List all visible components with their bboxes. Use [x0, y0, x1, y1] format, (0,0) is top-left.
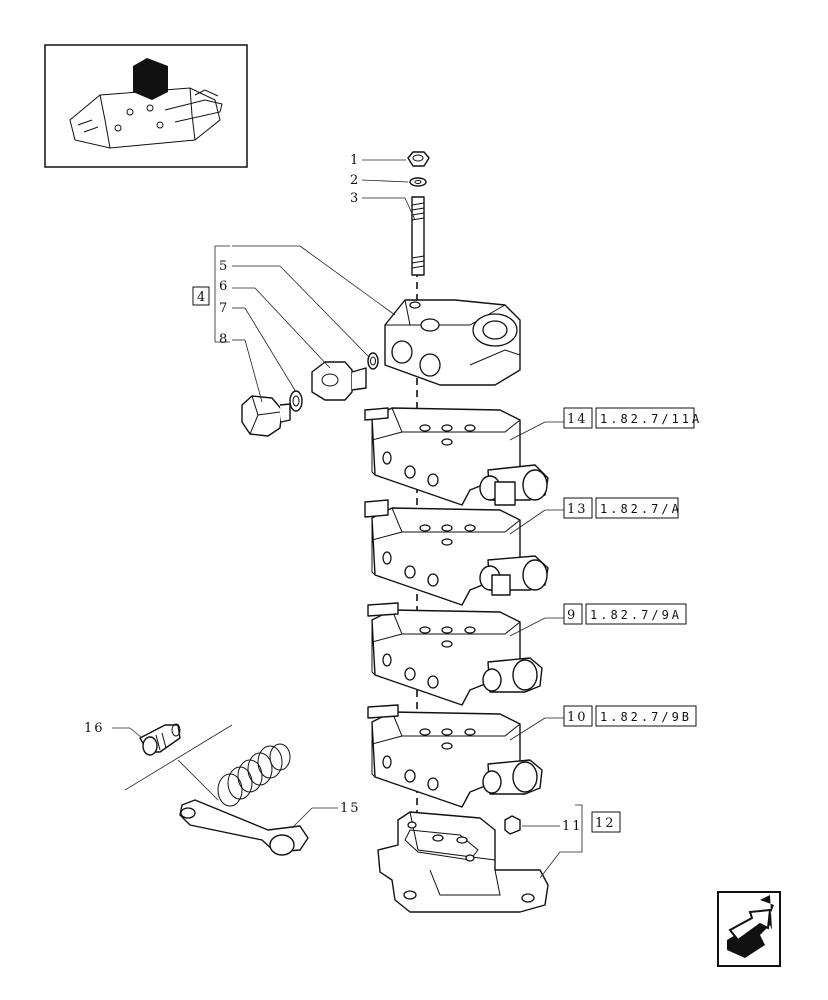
callout-6: 6 [219, 279, 229, 294]
valve-section-10[interactable] [367, 704, 543, 808]
valve-section-13[interactable] [364, 499, 549, 606]
reference-10[interactable]: 1.82.7/9B [600, 710, 692, 724]
callout-3: 3 [350, 191, 360, 206]
highlight-block-icon [133, 58, 168, 100]
callout-4: 4 [197, 290, 207, 305]
next-page-arrow-icon[interactable] [717, 891, 781, 967]
reference-13[interactable]: 1.82.7/A [600, 502, 682, 516]
part-1-nut[interactable] [407, 151, 430, 167]
callout-14: 14 [567, 412, 588, 427]
part-11-screw[interactable] [504, 815, 521, 835]
callout-10: 10 [567, 710, 588, 725]
callout-1: 1 [350, 153, 360, 168]
part-5-inlet-cover[interactable] [384, 299, 521, 386]
callout-13: 13 [567, 502, 588, 517]
callout-7: 7 [219, 301, 229, 316]
part-15-spring-handle[interactable] [124, 724, 309, 856]
part-12-outlet-cover[interactable] [377, 811, 549, 913]
callout-9: 9 [567, 608, 577, 623]
callout-12: 12 [595, 816, 616, 831]
valve-section-14[interactable] [364, 407, 549, 506]
part-2-washer[interactable] [409, 177, 427, 187]
callout-labels: 1 2 3 4 5 6 7 8 14 1.82.7/11A 13 1.82.7/… [84, 153, 702, 834]
part-3-stud[interactable] [411, 196, 425, 276]
part-16-fitting[interactable] [139, 723, 181, 756]
callout-16: 16 [84, 721, 105, 736]
callout-2: 2 [350, 173, 360, 188]
reference-9[interactable]: 1.82.7/9A [590, 608, 682, 622]
part-7-washer[interactable] [289, 390, 303, 412]
callout-15: 15 [340, 801, 361, 816]
locator-thumbnail[interactable] [44, 44, 248, 168]
leader-lines [112, 159, 583, 879]
callout-5: 5 [219, 259, 229, 274]
reference-14[interactable]: 1.82.7/11A [600, 412, 702, 426]
part-5-o-ring[interactable] [367, 352, 379, 370]
callout-11: 11 [562, 819, 583, 834]
part-6-adapter[interactable] [311, 361, 367, 401]
part-8-plug[interactable] [241, 395, 291, 437]
valve-section-9[interactable] [367, 602, 543, 706]
callout-8: 8 [219, 332, 229, 347]
